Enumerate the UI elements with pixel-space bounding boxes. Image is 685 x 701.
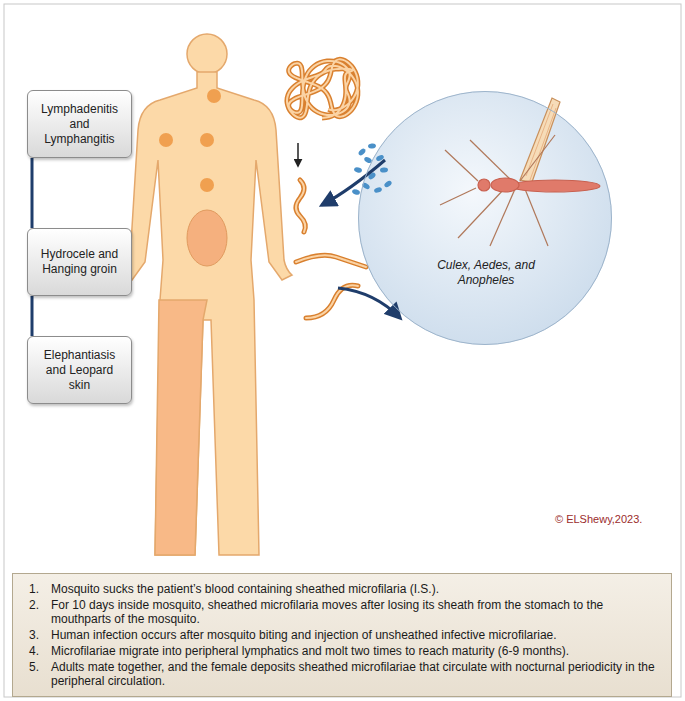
step-text: Adults mate together, and the female dep… xyxy=(51,660,655,688)
symptom-box: Hydrocele and Hanging groin xyxy=(27,228,132,296)
step-text: For 10 days inside mosquito, sheathed mi… xyxy=(51,598,603,626)
step-row: 1. Mosquito sucks the patient’s blood con… xyxy=(25,582,659,596)
symptom-label: Hydrocele and Hanging groin xyxy=(36,247,123,277)
step-text: Mosquito sucks the patient’s blood conta… xyxy=(51,582,439,596)
cycle-arrow xyxy=(338,288,400,318)
vector-circle: Culex, Aedes, and Anopheles xyxy=(358,91,612,345)
symptom-box: Elephantiasis and Leopard skin xyxy=(27,336,132,404)
step-number: 3. xyxy=(29,628,39,642)
group-bar xyxy=(31,296,34,336)
step-text: Microfilariae migrate into peripheral ly… xyxy=(51,644,569,658)
symptom-label: Elephantiasis and Leopard skin xyxy=(36,348,123,393)
cycle-arrow xyxy=(322,160,385,205)
symptom-box: Lymphadenitis and Lymphangitis xyxy=(27,90,132,158)
step-row: 5. Adults mate together, and the female d… xyxy=(25,660,659,688)
adult-worm-bundle xyxy=(287,59,358,118)
step-number: 4. xyxy=(29,644,39,658)
symptom-label: Lymphadenitis and Lymphangitis xyxy=(36,102,123,147)
life-cycle-box: 1. Mosquito sucks the patient’s blood con… xyxy=(12,573,672,697)
step-number: 2. xyxy=(29,598,39,612)
step-row: 3. Human infection occurs after mosquito … xyxy=(25,628,659,642)
step-number: 5. xyxy=(29,660,39,674)
group-bar xyxy=(31,158,34,228)
step-text: Human infection occurs after mosquito bi… xyxy=(51,628,557,642)
mosquito xyxy=(440,98,600,246)
copyright-note: © ELShewy,2023. xyxy=(555,513,642,525)
frame xyxy=(4,4,681,697)
down-arrow xyxy=(297,143,299,166)
step-row: 2. For 10 days inside mosquito, sheathed … xyxy=(25,598,659,626)
human-figure xyxy=(122,34,292,555)
step-number: 1. xyxy=(29,582,39,596)
vector-label: Culex, Aedes, and Anopheles xyxy=(421,258,551,288)
step-row: 4. Microfilariae migrate into peripheral … xyxy=(25,644,659,658)
mosquito-circle xyxy=(358,91,612,345)
